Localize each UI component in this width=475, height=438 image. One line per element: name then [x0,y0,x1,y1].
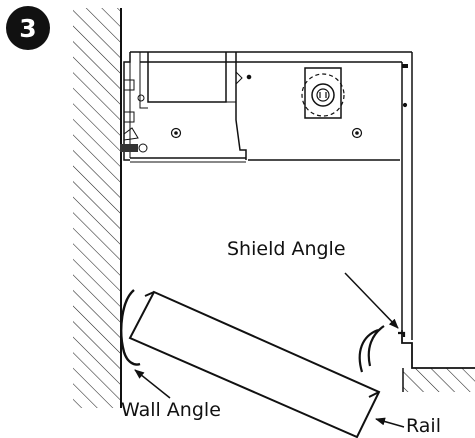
wall [73,8,122,408]
floor-ledge [401,330,475,392]
wall-angle-arrow [134,369,171,399]
shield-angle-part [358,325,406,373]
wall-angle-label: Wall Angle [121,399,221,421]
leader-arrows [134,272,405,428]
wall-hatch [73,8,121,408]
shield-angle-label: Shield Angle [227,238,346,260]
cabinet-housing [120,51,413,340]
step-badge: 3 [6,6,50,50]
wall-angle-part [120,289,141,366]
step-badge-circle [6,6,50,50]
step-number: 3 [19,14,36,43]
rail-label: Rail [406,415,441,437]
rail-arrow [375,417,405,428]
shield-angle-arrow [344,272,399,329]
rail-part [128,290,381,438]
